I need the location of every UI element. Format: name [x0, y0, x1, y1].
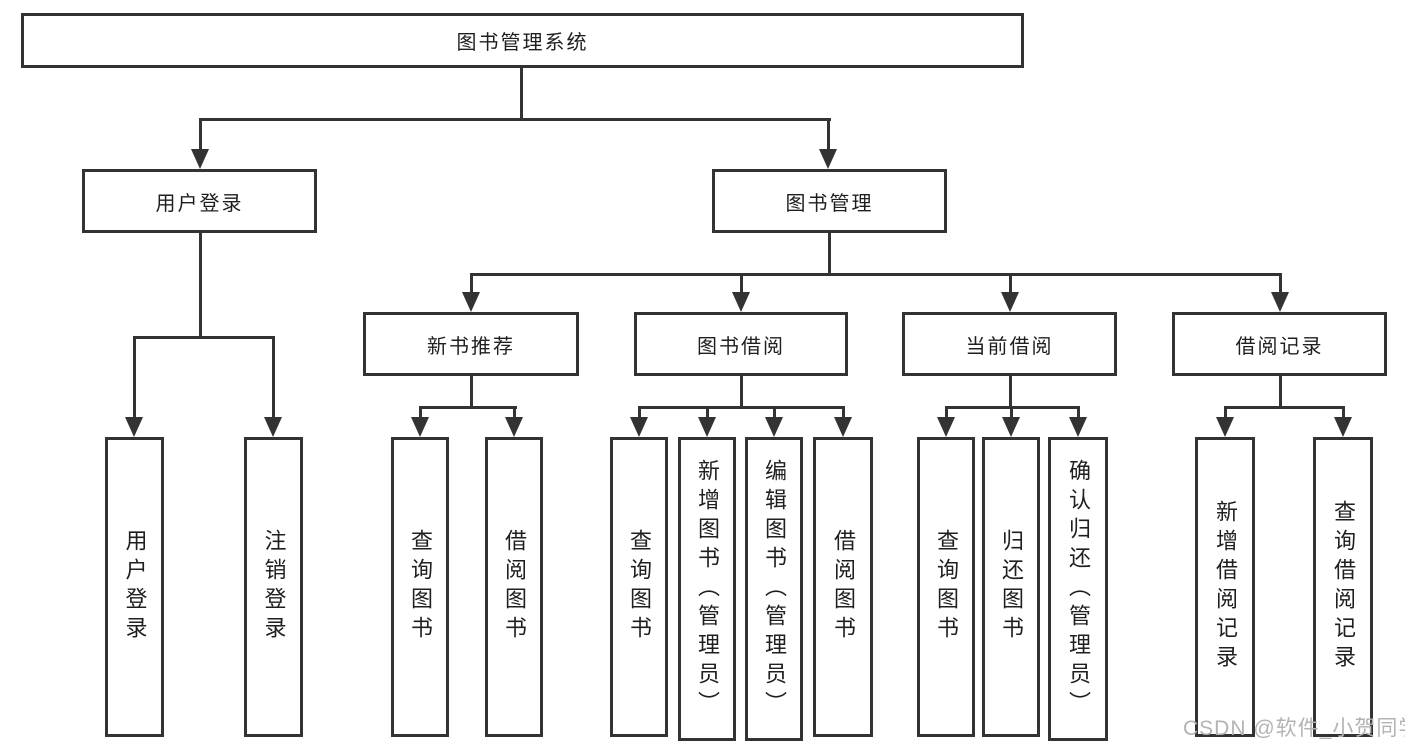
arrowhead-down-icon	[125, 417, 143, 437]
edge-line	[272, 336, 275, 417]
leaf-borrow-borrow-books-label: 借阅图书	[831, 529, 856, 645]
leaf-user-login: 用户登录	[105, 437, 164, 737]
arrowhead-down-icon	[765, 417, 783, 437]
arrowhead-down-icon	[1271, 292, 1289, 312]
edge-line	[199, 118, 202, 149]
arrowhead-down-icon	[411, 417, 429, 437]
arrowhead-down-icon	[191, 149, 209, 169]
arrowhead-down-icon	[732, 292, 750, 312]
leaf-logout-label: 注销登录	[261, 529, 287, 645]
node-book-management: 图书管理	[712, 169, 947, 233]
leaf-records-query-record: 查询借阅记录	[1313, 437, 1373, 737]
edge-line	[419, 406, 422, 417]
node-new-book-recommend-label: 新书推荐	[427, 335, 515, 358]
leaf-records-query-record-label: 查询借阅记录	[1331, 500, 1356, 674]
leaf-recommend-borrow-books-label: 借阅图书	[502, 529, 527, 645]
edge-line	[133, 336, 275, 339]
leaf-current-query-books-label: 查询图书	[934, 529, 959, 645]
arrowhead-down-icon	[630, 417, 648, 437]
edge-line	[740, 376, 743, 406]
leaf-current-return-books-label: 归还图书	[999, 529, 1024, 645]
leaf-user-login-label: 用户登录	[122, 529, 148, 645]
arrowhead-down-icon	[264, 417, 282, 437]
leaf-records-add-record-label: 新增借阅记录	[1213, 500, 1238, 674]
leaf-borrow-borrow-books: 借阅图书	[813, 437, 873, 737]
leaf-current-query-books: 查询图书	[917, 437, 975, 737]
edge-line	[1279, 376, 1282, 406]
node-new-book-recommend: 新书推荐	[363, 312, 579, 376]
edge-line	[1279, 273, 1282, 292]
node-root: 图书管理系统	[21, 13, 1024, 68]
leaf-current-confirm-return-admin: 确认归还（管理员）	[1048, 437, 1108, 741]
edge-line	[1077, 406, 1080, 417]
edge-line	[520, 68, 523, 118]
leaf-borrow-edit-books-admin-label: 编辑图书（管理员）	[762, 458, 787, 720]
edge-line	[1010, 406, 1013, 417]
node-borrow-records: 借阅记录	[1172, 312, 1387, 376]
leaf-current-confirm-return-admin-label: 确认归还（管理员）	[1066, 458, 1091, 720]
node-book-management-label: 图书管理	[785, 192, 874, 215]
arrowhead-down-icon	[1001, 292, 1019, 312]
edge-line	[827, 118, 830, 149]
edge-line	[773, 406, 776, 417]
edge-line	[638, 406, 641, 417]
csdn-watermark: CSDN @软件_小贺同学	[1183, 717, 1405, 740]
edge-line	[513, 406, 516, 417]
node-book-borrow-label: 图书借阅	[697, 335, 785, 358]
leaf-borrow-add-books-admin: 新增图书（管理员）	[678, 437, 736, 741]
leaf-borrow-edit-books-admin: 编辑图书（管理员）	[745, 437, 803, 741]
edge-line	[1224, 406, 1227, 417]
leaf-recommend-query-books: 查询图书	[391, 437, 449, 737]
leaf-recommend-query-books-label: 查询图书	[408, 529, 433, 645]
edge-line	[1224, 406, 1345, 409]
arrowhead-down-icon	[1002, 417, 1020, 437]
leaf-records-add-record: 新增借阅记录	[1195, 437, 1255, 737]
arrowhead-down-icon	[1216, 417, 1234, 437]
arrowhead-down-icon	[505, 417, 523, 437]
leaf-logout: 注销登录	[244, 437, 303, 737]
arrowhead-down-icon	[462, 292, 480, 312]
edge-line	[199, 118, 831, 121]
edge-line	[842, 406, 845, 417]
leaf-recommend-borrow-books: 借阅图书	[485, 437, 543, 737]
edge-line	[1009, 273, 1012, 292]
node-user-login: 用户登录	[82, 169, 317, 233]
edge-line	[740, 273, 743, 292]
edge-line	[470, 273, 473, 292]
node-current-borrow: 当前借阅	[902, 312, 1117, 376]
leaf-borrow-query-books-label: 查询图书	[627, 529, 652, 645]
edge-line	[1342, 406, 1345, 417]
leaf-borrow-query-books: 查询图书	[610, 437, 668, 737]
arrowhead-down-icon	[834, 417, 852, 437]
arrowhead-down-icon	[698, 417, 716, 437]
arrowhead-down-icon	[1069, 417, 1087, 437]
edge-line	[706, 406, 709, 417]
edge-line	[470, 376, 473, 406]
node-root-label: 图书管理系统	[456, 32, 589, 54]
arrowhead-down-icon	[1334, 417, 1352, 437]
leaf-borrow-add-books-admin-label: 新增图书（管理员）	[695, 458, 720, 720]
node-user-login-label: 用户登录	[155, 192, 244, 215]
arrowhead-down-icon	[937, 417, 955, 437]
edge-line	[133, 336, 136, 417]
edge-line	[470, 273, 1282, 276]
leaf-current-return-books: 归还图书	[982, 437, 1040, 737]
node-current-borrow-label: 当前借阅	[965, 335, 1054, 358]
arrowhead-down-icon	[819, 149, 837, 169]
edge-line	[945, 406, 948, 417]
edge-line	[828, 233, 831, 273]
edge-line	[1009, 376, 1012, 406]
edge-line	[419, 406, 517, 409]
edge-line	[638, 406, 845, 409]
edge-line	[199, 233, 202, 336]
node-borrow-records-label: 借阅记录	[1235, 335, 1324, 358]
node-book-borrow: 图书借阅	[634, 312, 848, 376]
